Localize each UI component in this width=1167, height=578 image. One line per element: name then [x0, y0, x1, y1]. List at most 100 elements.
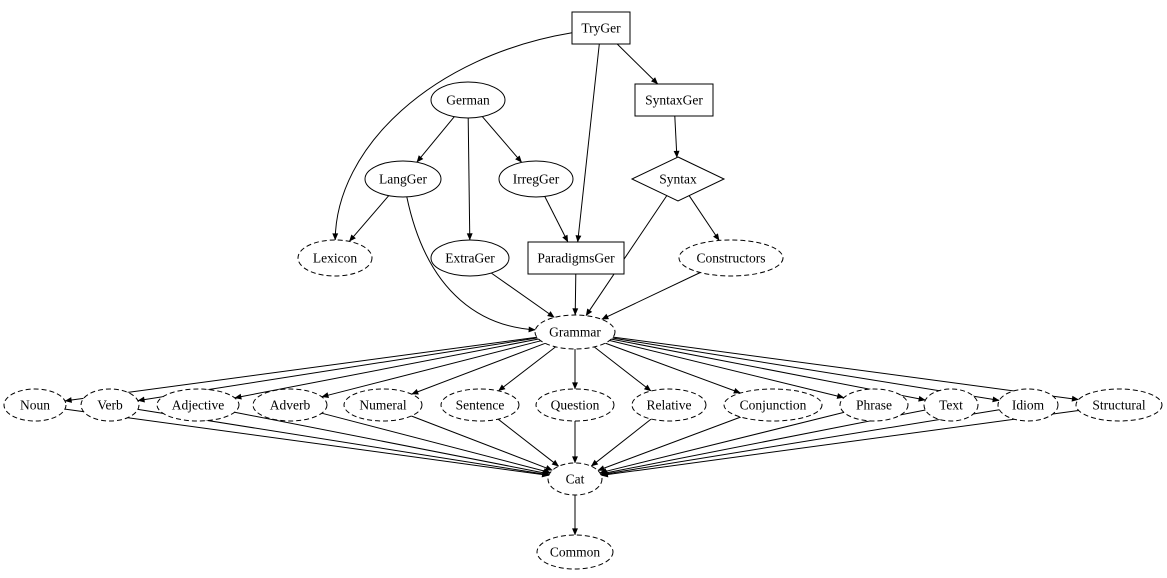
Syntax-diamond-shape — [630, 156, 726, 202]
edge-Phrase-Cat — [599, 411, 845, 475]
node-Adverb: Adverb — [252, 388, 328, 422]
node-Common: Common — [536, 534, 614, 570]
node-Structural: Structural — [1075, 388, 1163, 422]
edge-Sentence-Cat — [497, 418, 560, 467]
node-Noun: Noun — [3, 388, 67, 422]
edge-Constructors-Grammar — [601, 272, 701, 320]
edge-Grammar-Adjective — [234, 338, 539, 400]
node-label-Structural: Structural — [1092, 398, 1145, 413]
edge-Grammar-Sentence — [498, 346, 556, 392]
edge-Structural-Cat — [600, 410, 1079, 478]
node-Numeral: Numeral — [343, 388, 423, 422]
node-label-Text: Text — [939, 398, 963, 413]
edge-German-LangGer — [416, 116, 455, 163]
node-label-German: German — [446, 93, 490, 108]
Relative-ellipse-shape — [631, 388, 707, 422]
node-label-TryGer: TryGer — [581, 21, 621, 36]
node-label-Common: Common — [550, 545, 601, 560]
edge-German-IrregGer — [481, 116, 523, 163]
node-label-Verb: Verb — [97, 398, 123, 413]
edge-Relative-Cat — [590, 418, 652, 467]
LangGer-ellipse-shape — [364, 160, 442, 198]
edge-German-ExtraGer — [466, 117, 473, 241]
node-label-Question: Question — [551, 398, 600, 413]
node-Verb: Verb — [80, 388, 140, 422]
node-label-Grammar: Grammar — [549, 325, 601, 340]
edge-layer — [64, 32, 1079, 536]
node-Lexicon: Lexicon — [297, 239, 373, 277]
edge-Grammar-Idiom — [612, 337, 1000, 403]
German-ellipse-shape — [430, 81, 506, 119]
edge-Grammar-Adverb — [321, 340, 541, 399]
Text-ellipse-shape — [923, 388, 979, 422]
edge-Numeral-Cat — [411, 415, 553, 471]
Sentence-ellipse-shape — [440, 388, 520, 422]
node-SyntaxGer: SyntaxGer — [634, 83, 714, 117]
node-label-Idiom: Idiom — [1012, 398, 1045, 413]
Conjunction-ellipse-shape — [723, 388, 823, 422]
edge-LangGer-Grammar — [406, 196, 536, 333]
edge-ParadigmsGer-Grammar — [572, 273, 579, 316]
edge-ExtraGer-Grammar — [491, 272, 555, 318]
Question-ellipse-shape — [535, 388, 615, 422]
node-TryGer: TryGer — [571, 11, 631, 45]
node-Syntax: Syntax — [630, 156, 726, 202]
node-label-Lexicon: Lexicon — [313, 251, 357, 266]
edge-Conjunction-Cat — [597, 416, 741, 471]
node-ExtraGer: ExtraGer — [430, 239, 510, 277]
node-label-Adjective: Adjective — [172, 398, 224, 413]
TryGer-box-shape — [571, 11, 631, 45]
Constructors-ellipse-shape — [678, 239, 784, 277]
edge-Grammar-Relative — [593, 346, 652, 392]
edge-LangGer-Lexicon — [348, 195, 390, 242]
node-label-Sentence: Sentence — [456, 398, 505, 413]
node-Conjunction: Conjunction — [723, 388, 823, 422]
node-Idiom: Idiom — [997, 388, 1059, 422]
node-German: German — [430, 81, 506, 119]
node-label-ParadigmsGer: ParadigmsGer — [537, 251, 615, 266]
ParadigmsGer-box-shape — [527, 241, 625, 275]
Grammar-ellipse-shape — [534, 314, 616, 350]
edge-Grammar-Noun — [64, 336, 537, 403]
Phrase-ellipse-shape — [839, 388, 909, 422]
Noun-ellipse-shape — [3, 388, 67, 422]
Common-ellipse-shape — [536, 534, 614, 570]
Adverb-ellipse-shape — [252, 388, 328, 422]
node-label-Adverb: Adverb — [270, 398, 311, 413]
edge-Syntax-Constructors — [688, 195, 720, 241]
edge-Adverb-Cat — [321, 412, 551, 474]
node-label-Conjunction: Conjunction — [740, 398, 807, 413]
edge-Grammar-Numeral — [411, 342, 546, 395]
edge-TryGer-SyntaxGer — [616, 43, 659, 85]
node-label-Syntax: Syntax — [659, 172, 697, 187]
node-label-Constructors: Constructors — [697, 251, 766, 266]
node-Adjective: Adjective — [156, 388, 240, 422]
node-Cat: Cat — [547, 462, 603, 496]
node-Sentence: Sentence — [440, 388, 520, 422]
node-label-Relative: Relative — [647, 398, 692, 413]
node-IrregGer: IrregGer — [498, 160, 574, 198]
Structural-ellipse-shape — [1075, 388, 1163, 422]
edge-Grammar-Structural — [613, 336, 1079, 402]
node-Phrase: Phrase — [839, 388, 909, 422]
Adjective-ellipse-shape — [156, 388, 240, 422]
edge-Adjective-Cat — [234, 411, 550, 476]
SyntaxGer-box-shape — [634, 83, 714, 117]
node-label-Cat: Cat — [566, 472, 585, 487]
Idiom-ellipse-shape — [997, 388, 1059, 422]
Lexicon-ellipse-shape — [297, 239, 373, 277]
node-Question: Question — [535, 388, 615, 422]
node-label-IrregGer: IrregGer — [513, 172, 560, 187]
edge-Syntax-Grammar — [585, 195, 668, 316]
node-Text: Text — [923, 388, 979, 422]
node-ParadigmsGer: ParadigmsGer — [527, 241, 625, 275]
node-Relative: Relative — [631, 388, 707, 422]
node-label-Phrase: Phrase — [856, 398, 892, 413]
IrregGer-ellipse-shape — [498, 160, 574, 198]
edge-SyntaxGer-Syntax — [673, 115, 680, 158]
Numeral-ellipse-shape — [343, 388, 423, 422]
node-Constructors: Constructors — [678, 239, 784, 277]
node-label-Numeral: Numeral — [359, 398, 406, 413]
